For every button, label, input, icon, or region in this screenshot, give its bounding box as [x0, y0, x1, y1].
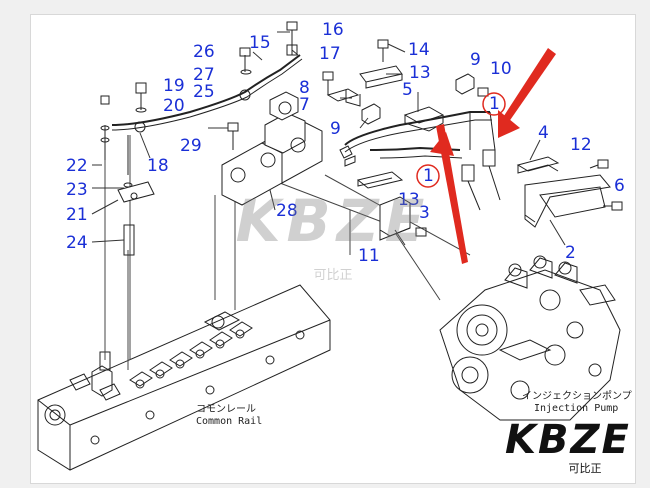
callout-29: 29 — [180, 136, 202, 156]
callout-1-top: 1 — [489, 94, 500, 114]
callout-24: 24 — [66, 233, 88, 253]
callout-26: 26 — [193, 42, 215, 62]
injection-pump — [439, 255, 621, 421]
callout-18: 18 — [147, 156, 169, 176]
callout-7: 7 — [299, 95, 310, 115]
brand-logo: KBZE — [505, 417, 631, 463]
callout-1-mid: 1 — [423, 166, 434, 186]
callout-12: 12 — [570, 135, 592, 155]
common-rail-label-en: Common Rail — [196, 416, 263, 427]
callout-13-top: 13 — [409, 63, 431, 83]
callout-6: 6 — [614, 176, 625, 196]
callout-17: 17 — [319, 44, 341, 64]
pressure-block — [221, 91, 323, 206]
callout-10: 10 — [490, 59, 512, 79]
callout-11: 11 — [358, 246, 380, 266]
callout-25: 25 — [193, 82, 215, 102]
brand-logo-sub: 可比正 — [568, 462, 602, 475]
red-arrow-top-head — [498, 110, 520, 138]
highlight-circle-top — [482, 92, 506, 116]
callout-3: 3 — [419, 203, 430, 223]
injection-pump-label-jp: インジェクションポンプ — [522, 391, 632, 402]
callout-2: 2 — [565, 243, 576, 263]
callout-14: 14 — [408, 40, 430, 60]
watermark-sub: 可比正 — [313, 268, 353, 283]
callout-5: 5 — [402, 80, 413, 100]
callout-9-right: 9 — [470, 50, 481, 70]
callout-28: 28 — [276, 201, 298, 221]
callout-20: 20 — [163, 96, 185, 116]
red-arrow-mid — [436, 124, 468, 264]
red-arrow-mid-head — [430, 132, 454, 156]
common-rail — [37, 284, 331, 471]
injection-pump-label-en: Injection Pump — [534, 403, 619, 414]
common-rail-label-jp: コモンレール — [196, 404, 256, 415]
callout-19: 19 — [163, 76, 185, 96]
callout-4: 4 — [538, 123, 549, 143]
callout-8: 8 — [299, 78, 310, 98]
callout-21: 21 — [66, 205, 88, 225]
callout-15: 15 — [249, 33, 271, 53]
watermark-brand: KBZE — [235, 187, 431, 255]
callout-22: 22 — [66, 156, 88, 176]
callout-23: 23 — [66, 180, 88, 200]
callout-13-bottom: 13 — [398, 190, 420, 210]
callout-27: 27 — [193, 65, 215, 85]
highlight-circle-mid — [416, 164, 440, 188]
red-arrow-top — [500, 48, 556, 126]
callout-9-left: 9 — [330, 119, 341, 139]
callout-16: 16 — [322, 20, 344, 40]
